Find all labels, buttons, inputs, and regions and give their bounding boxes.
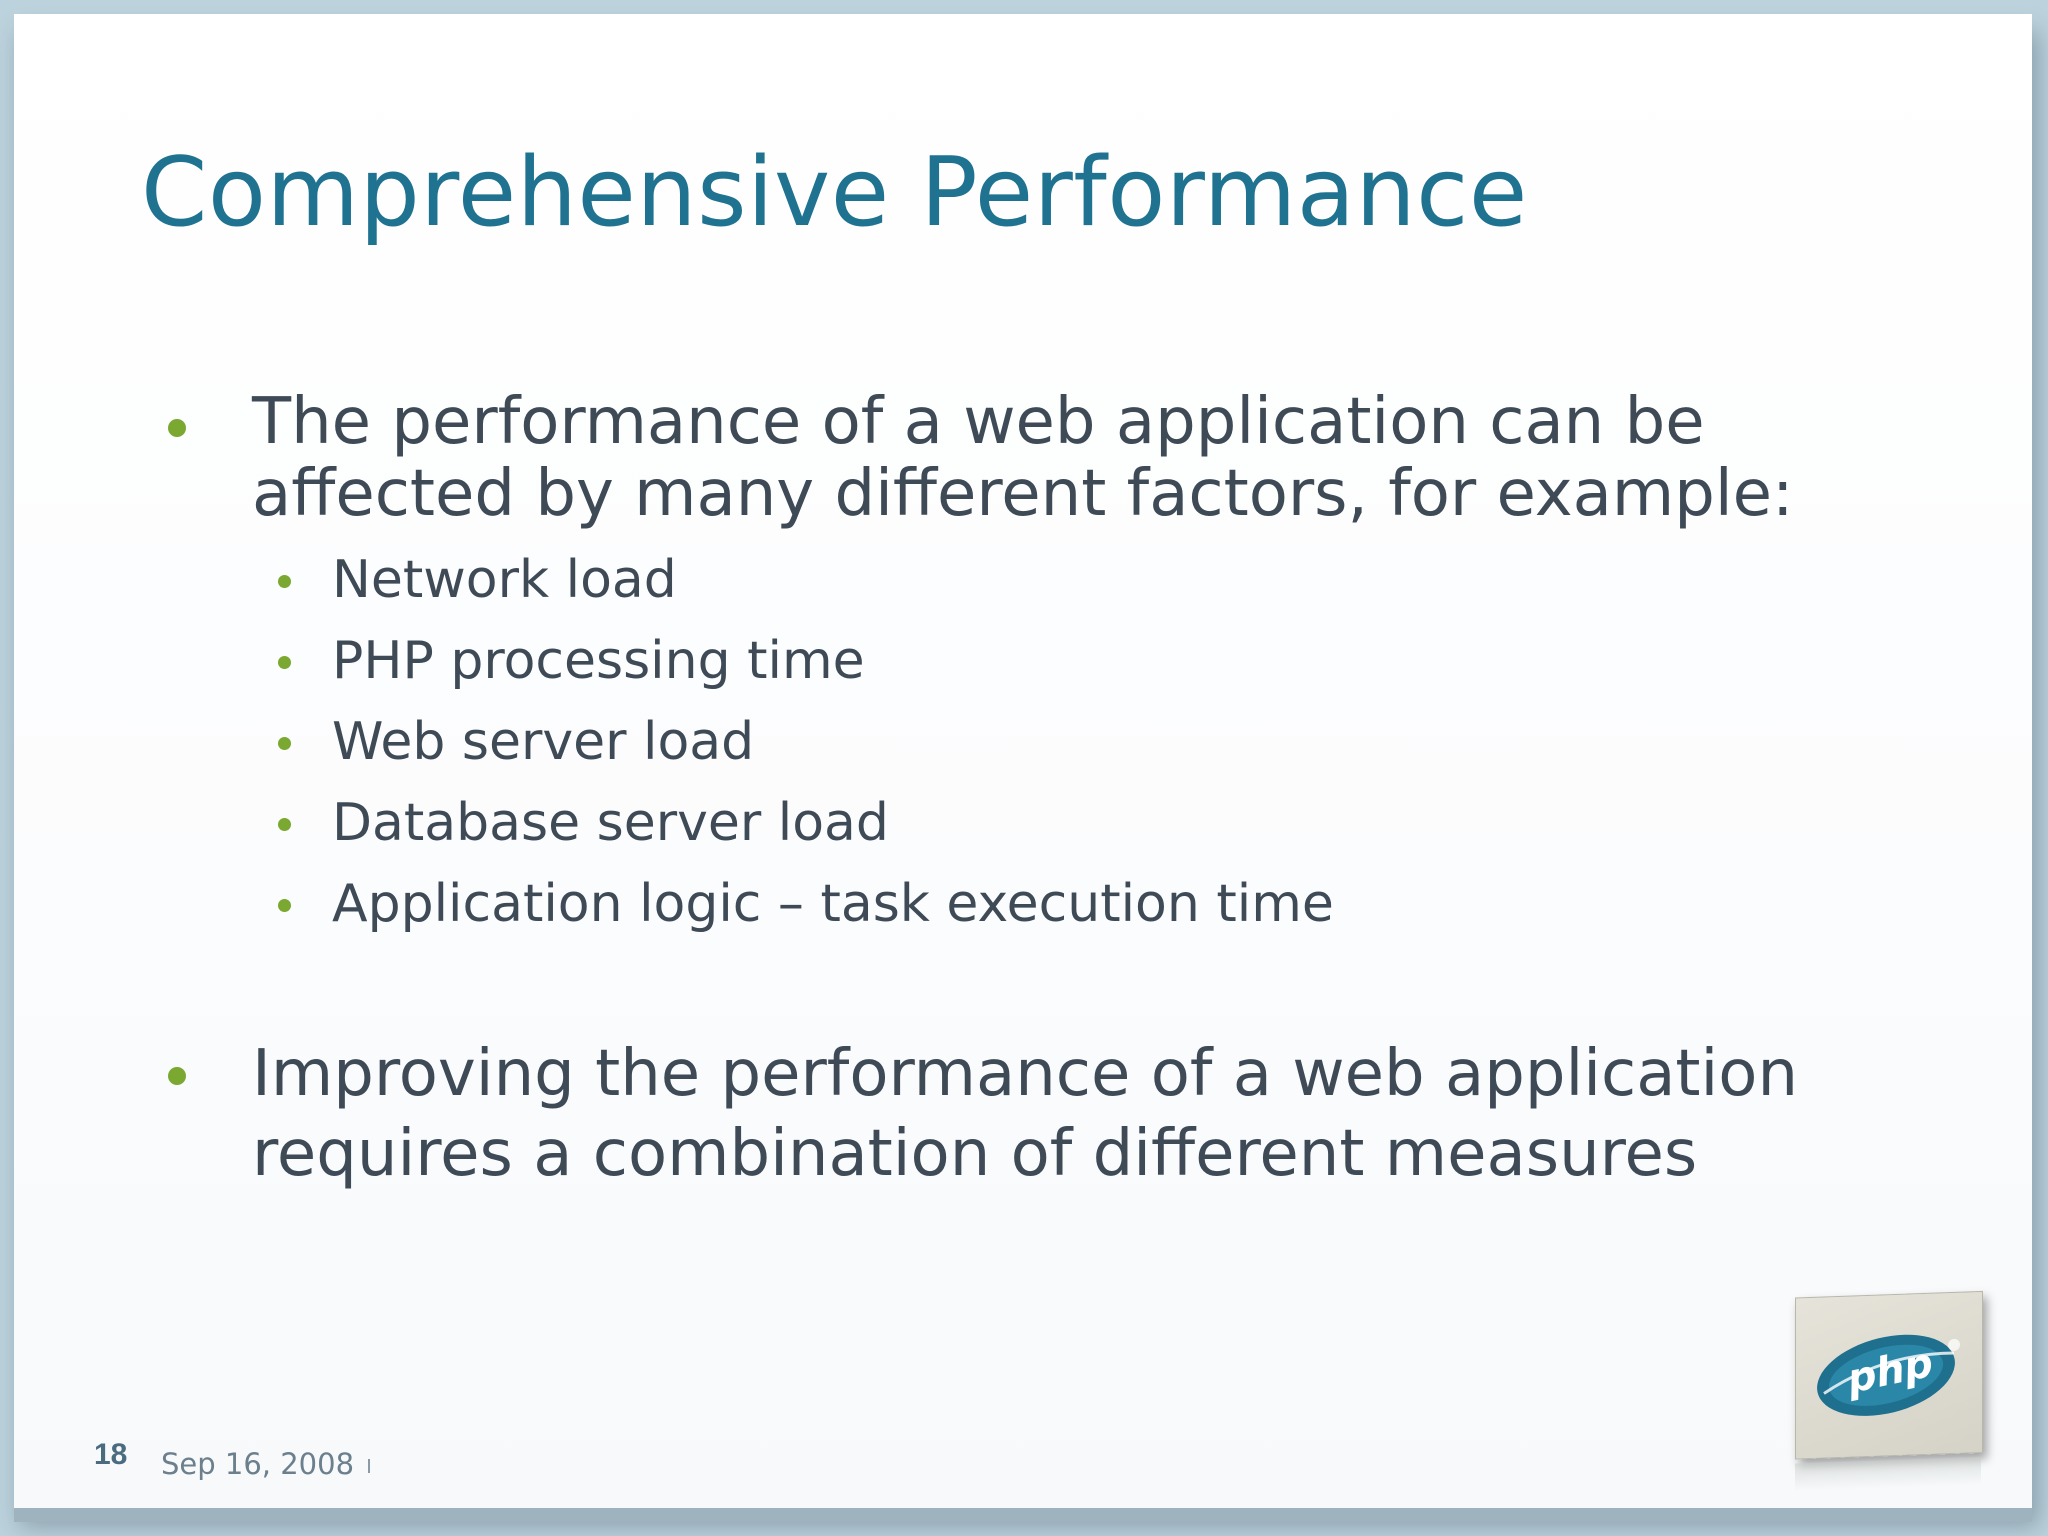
slide-number: 18 <box>94 1438 128 1471</box>
sub-bullet-label: Application logic – task execution time <box>332 874 1334 934</box>
bullet-dot-icon <box>278 818 291 831</box>
bullet-line: requires a combination of different meas… <box>252 1117 1698 1191</box>
sub-bullet-list: Network load PHP processing time Web ser… <box>262 540 1334 945</box>
bullet-dot-icon <box>278 899 291 912</box>
php-logo-icon: php <box>1817 1334 1960 1416</box>
bullet-line: The performance of a web application can… <box>252 385 1705 459</box>
sub-bullet-application-logic: Application logic – task execution time <box>262 864 1334 945</box>
logo-reflection <box>1795 1456 1981 1492</box>
sub-bullet-network-load: Network load <box>262 540 1334 621</box>
bullet-dot-icon <box>278 737 291 750</box>
slide-title: Comprehensive Performance <box>141 138 1528 248</box>
bullet-text: Improving the performance of a web appli… <box>252 1034 1892 1194</box>
bullet-dot-icon <box>168 419 186 437</box>
bullet-line: affected by many different factors, for … <box>252 457 1794 531</box>
sub-bullet-label: PHP processing time <box>332 631 865 691</box>
sub-bullet-database-server: Database server load <box>262 783 1334 864</box>
bullet-line: Improving the performance of a web appli… <box>252 1037 1798 1111</box>
bullet-dot-icon <box>278 575 291 588</box>
footer-divider <box>368 1459 371 1473</box>
logo-card: php <box>1795 1290 1983 1460</box>
sub-bullet-label: Database server load <box>332 793 889 853</box>
sub-bullet-web-server: Web server load <box>262 702 1334 783</box>
bullet-dot-icon <box>278 656 291 669</box>
slide-date: Sep 16, 2008 <box>161 1447 371 1481</box>
zend-php-logo-icon: php <box>1795 1290 1995 1492</box>
slide: Comprehensive Performance The performanc… <box>14 14 2032 1508</box>
sub-bullet-php-processing: PHP processing time <box>262 621 1334 702</box>
slide-date-text: Sep 16, 2008 <box>161 1447 355 1481</box>
sub-bullet-label: Web server load <box>332 712 755 772</box>
sub-bullet-label: Network load <box>332 550 677 610</box>
bullet-text: The performance of a web application can… <box>252 386 1892 530</box>
bullet-dot-icon <box>168 1067 186 1085</box>
